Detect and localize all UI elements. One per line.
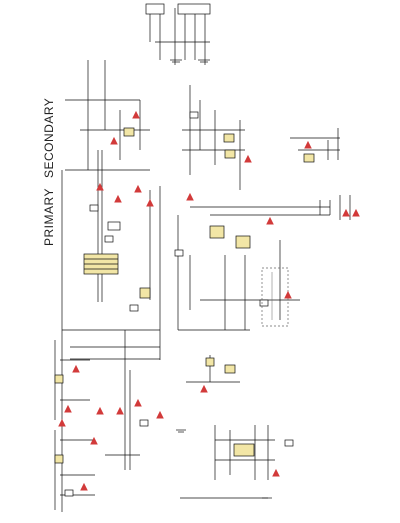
wires: [54, 8, 351, 512]
dashed-region: [261, 267, 289, 327]
primary-section-label: PRIMARY: [42, 188, 56, 246]
ground-symbols: [170, 59, 272, 499]
components: [54, 3, 315, 497]
red-markers: [58, 110, 360, 491]
secondary-section-label: SECONDARY: [42, 97, 56, 178]
